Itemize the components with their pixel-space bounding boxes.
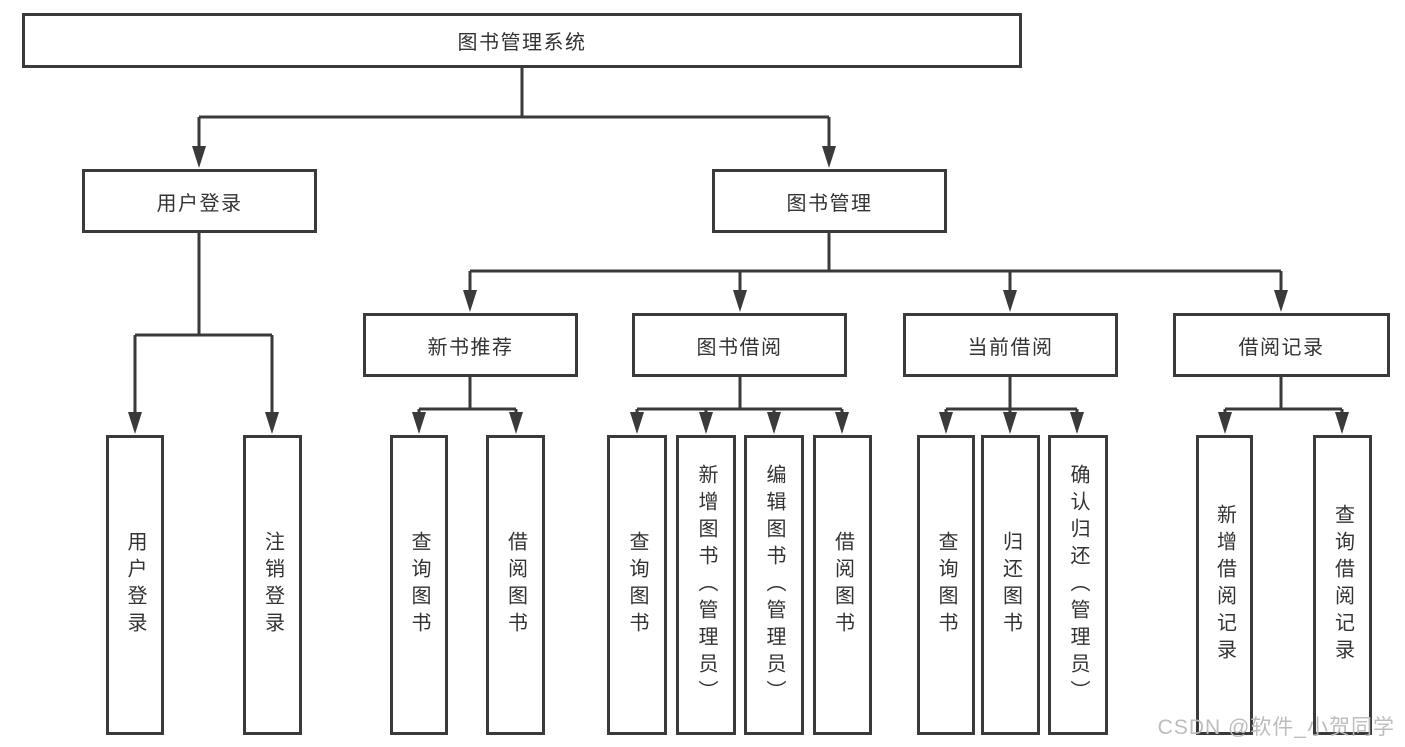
node-borrowing-records: 借阅记录: [1173, 313, 1390, 377]
node-book-borrowing: 图书借阅: [632, 313, 847, 377]
leaf-borrow-books-borrowing: 借阅图书: [813, 435, 872, 735]
node-library-management-system: 图书管理系统: [22, 13, 1022, 68]
watermark: CSDN @软件_小贺同学: [1157, 716, 1395, 739]
node-new-book-recommendation: 新书推荐: [363, 313, 578, 377]
leaf-borrow-books-recommendation: 借阅图书: [486, 435, 545, 735]
leaf-add-book-admin: 新增图书（管理员）: [676, 435, 736, 735]
leaf-confirm-return-admin: 确认归还（管理员）: [1048, 435, 1108, 735]
leaf-edit-book-admin: 编辑图书（管理员）: [744, 435, 804, 735]
connector-lines: [133, 68, 1344, 416]
node-user-login: 用户登录: [82, 169, 317, 233]
leaf-logout: 注销登录: [243, 435, 302, 735]
leaf-query-books-current: 查询图书: [917, 435, 975, 735]
leaf-add-borrow-record: 新增借阅记录: [1196, 435, 1253, 735]
node-current-borrowing: 当前借阅: [903, 313, 1118, 377]
leaf-query-borrow-record: 查询借阅记录: [1313, 435, 1372, 735]
leaf-query-books-recommendation: 查询图书: [390, 435, 448, 735]
leaf-return-book: 归还图书: [981, 435, 1040, 735]
leaf-query-books-borrowing: 查询图书: [607, 435, 667, 735]
leaf-user-login: 用户登录: [106, 435, 164, 735]
arrowheads: [128, 146, 1349, 434]
node-book-management: 图书管理: [712, 169, 947, 233]
